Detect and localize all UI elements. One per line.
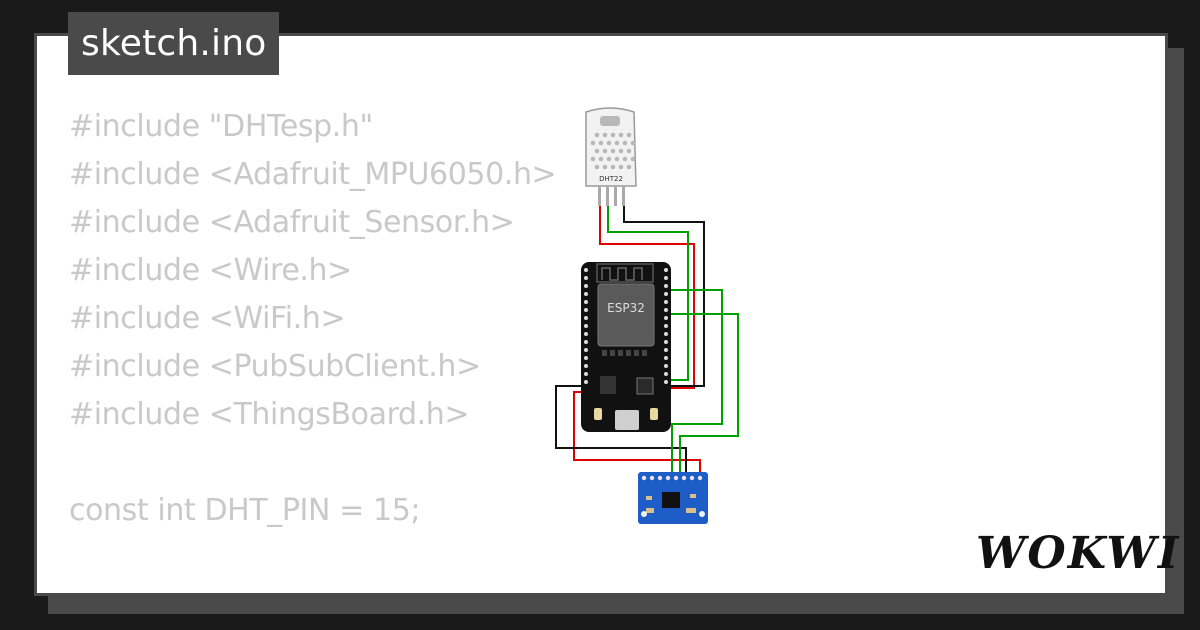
code-line: #include <PubSubClient.h> <box>69 349 481 384</box>
dht22-label: DHT22 <box>599 175 623 183</box>
code-line: #include <Wire.h> <box>69 253 352 288</box>
wokwi-logo[interactable]: WOKWI <box>976 528 1181 579</box>
code-line: #include <Adafruit_Sensor.h> <box>69 205 515 240</box>
code-line: DHTesp dhtSensor; <box>69 583 556 593</box>
dht22-sensor[interactable]: DHT22 <box>585 107 637 206</box>
file-title: sketch.ino <box>68 12 280 75</box>
esp32-board[interactable]: ESP32 <box>581 262 671 432</box>
code-line: #include <ThingsBoard.h> <box>69 397 470 432</box>
code-line: #include <Adafruit_MPU6050.h> <box>69 157 557 192</box>
code-line: #include "DHTesp.h" <box>69 109 373 144</box>
wires <box>555 206 739 476</box>
code-line: #include <WiFi.h> <box>69 301 346 336</box>
code-line: const int DHT_PIN = 15; <box>69 493 421 528</box>
mpu6050-module[interactable] <box>638 472 708 524</box>
code-preview: #include "DHTesp.h" #include <Adafruit_MP… <box>69 103 557 593</box>
esp32-label: ESP32 <box>607 301 645 315</box>
